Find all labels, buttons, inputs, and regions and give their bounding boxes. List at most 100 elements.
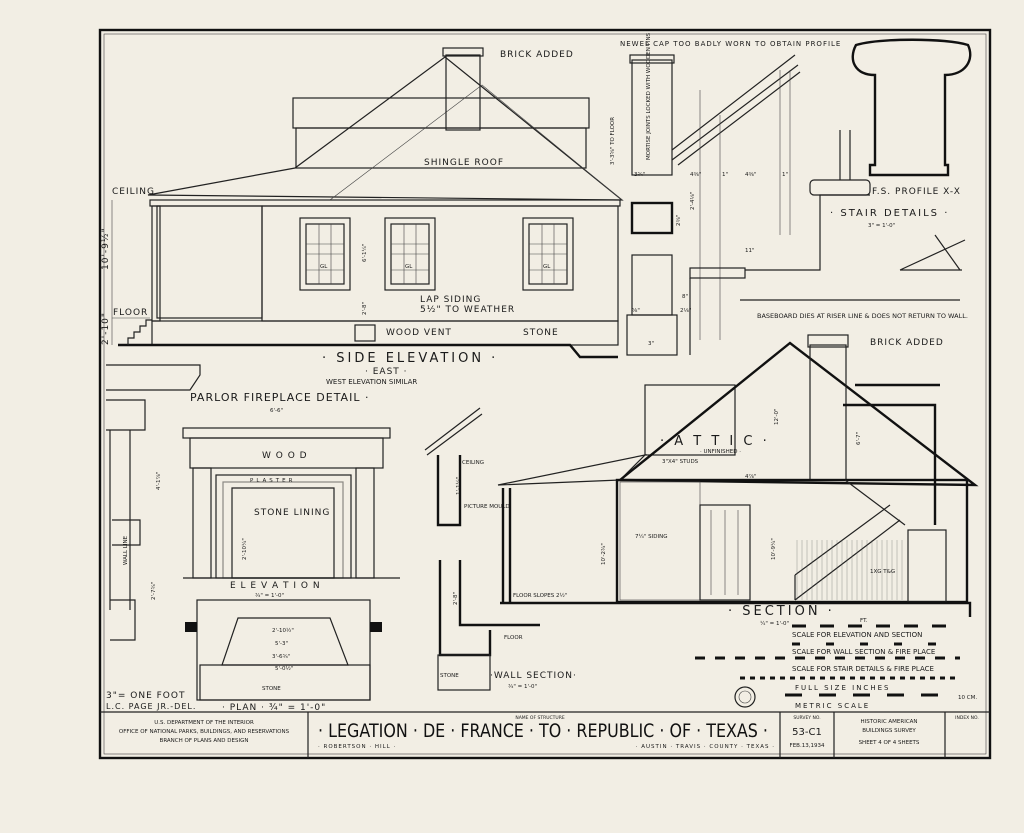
ceiling-label: CEILING bbox=[462, 460, 484, 466]
dim-label: 2'-8" bbox=[362, 302, 368, 315]
dim-label: 10'-9¼" bbox=[771, 538, 777, 560]
dim-label: 5'-0½" bbox=[275, 665, 293, 672]
structure-name: · LEGATION · DE · FRANCE · TO · REPUBLIC… bbox=[318, 720, 768, 742]
wall-section-title: ·WALL SECTION· bbox=[490, 671, 577, 681]
location-right: · AUSTIN · TRAVIS · COUNTY · TEXAS · bbox=[636, 744, 775, 750]
dim-label: 1" bbox=[722, 172, 728, 178]
scale-label: SCALE FOR WALL SECTION & FIRE PLACE bbox=[792, 648, 935, 656]
brick-added-label: BRICK ADDED bbox=[500, 50, 574, 60]
dim-label: 11" bbox=[745, 248, 755, 254]
dim-label: 3" bbox=[648, 341, 654, 347]
fireplace-title: PARLOR FIREPLACE DETAIL · bbox=[190, 391, 369, 404]
plaster-label: PLASTER bbox=[250, 478, 295, 484]
stone-label: STONE bbox=[523, 328, 559, 338]
dim-label: 2'-7¾" bbox=[151, 582, 157, 600]
floor-label: FLOOR bbox=[504, 635, 523, 641]
graphic-scales: FT. SCALE FOR ELEVATION AND SECTION SCAL… bbox=[695, 618, 977, 710]
section-title: · SECTION · bbox=[728, 604, 835, 619]
scale-note: 3"= ONE FOOT bbox=[106, 691, 185, 701]
dim-floor-label: 3'-3⅝" TO FLOOR bbox=[610, 117, 616, 165]
agency-line: BRANCH OF PLANS AND DESIGN bbox=[160, 738, 249, 744]
baseboard-note: BASEBOARD DIES AT RISER LINE & DOES NOT … bbox=[757, 312, 968, 320]
glass-label: GL bbox=[405, 264, 413, 270]
studs-label: 3"X4" STUDS bbox=[662, 459, 699, 465]
profile-label: F.S. PROFILE X-X bbox=[872, 187, 961, 197]
title-block: U.S. DEPARTMENT OF THE INTERIOR OFFICE O… bbox=[100, 711, 990, 758]
dim-label: 3¾" bbox=[634, 172, 645, 178]
dim-label: 8" bbox=[682, 294, 688, 300]
sheet-inner-border bbox=[103, 33, 987, 755]
window bbox=[522, 217, 574, 291]
ceiling-label: CEILING bbox=[112, 187, 155, 197]
side-elevation-note: WEST ELEVATION SIMILAR bbox=[326, 378, 417, 386]
dim-label: 2⅜" bbox=[676, 215, 682, 226]
floor-label: FLOOR bbox=[113, 308, 148, 318]
elevation-label: E L E V A T I O N bbox=[230, 581, 321, 591]
dim-label: 2⅛" bbox=[680, 308, 691, 314]
parlor-fireplace-detail: PARLOR FIREPLACE DETAIL · 6'-6" W O O D … bbox=[106, 364, 400, 713]
picture-mould-label: PICTURE MOULD bbox=[464, 504, 510, 510]
side-elevation-title: · SIDE ELEVATION · bbox=[322, 351, 498, 366]
dim-label: 1" bbox=[782, 172, 788, 178]
glass-label: GL bbox=[320, 264, 328, 270]
agency-line: U.S. DEPARTMENT OF THE INTERIOR bbox=[154, 720, 254, 726]
scale-label: SCALE FOR ELEVATION AND SECTION bbox=[792, 631, 922, 639]
dim-label: 2'-10¼" bbox=[242, 538, 248, 560]
delineator-credit: L.C. PAGE JR.-DEL. bbox=[106, 702, 196, 711]
siding-label: 7¼" SIDING bbox=[635, 534, 667, 540]
survey-number: 53-C1 bbox=[792, 727, 822, 738]
wood-vent-label: WOOD VENT bbox=[386, 328, 452, 338]
dim-label: 10'-2¾" bbox=[601, 543, 607, 565]
dim-label: 5'-3" bbox=[275, 641, 288, 647]
habs-line: HISTORIC AMERICAN bbox=[860, 719, 917, 725]
dim-label: 4⅞" bbox=[745, 474, 756, 480]
survey-date: FEB.13,1934 bbox=[790, 743, 825, 749]
wall-section: CEILING PICTURE MOULD FLOOR STONE 1'-1¼"… bbox=[424, 407, 577, 691]
scale-label: SCALE FOR STAIR DETAILS & FIRE PLACE bbox=[792, 665, 934, 673]
survey-label: SURVEY NO. bbox=[793, 715, 820, 721]
dim-label: 2'-10½" bbox=[272, 627, 294, 634]
glass-label: GL bbox=[543, 264, 551, 270]
index-label: INDEX NO. bbox=[955, 715, 979, 721]
shingle-roof-label: SHINGLE ROOF bbox=[424, 158, 504, 168]
lap-siding-label: LAP SIDING bbox=[420, 295, 481, 305]
dim-label: 2'-10" bbox=[101, 312, 111, 345]
wood-label: W O O D bbox=[262, 451, 308, 461]
sheet-border bbox=[98, 28, 992, 760]
scale-ft-label: FT. bbox=[860, 618, 868, 624]
section: · A T T I C · · UNFINISHED · 3"X4" STUDS… bbox=[497, 334, 979, 627]
sheet-number: SHEET 4 OF 4 SHEETS bbox=[859, 740, 920, 746]
tg-label: 1XG T&G bbox=[870, 569, 895, 575]
stone-label: STONE bbox=[440, 673, 459, 679]
dim-label: 12'-0" bbox=[774, 408, 780, 425]
dim-label: 6'-1¼" bbox=[362, 244, 368, 262]
dim-label: 10'-9½" bbox=[101, 227, 111, 270]
habs-line: BUILDINGS SURVEY bbox=[862, 728, 916, 734]
wall-line-label: WALL LINE bbox=[123, 535, 129, 565]
plan-label: · PLAN · ¾" = 1'-0" bbox=[222, 703, 326, 713]
stair-details: NEWEL CAP TOO BADLY WORN TO OBTAIN PROFI… bbox=[610, 32, 972, 356]
dim-label: 4⅜" bbox=[690, 172, 701, 178]
stone-label: STONE bbox=[262, 686, 281, 692]
newel-note: NEWEL CAP TOO BADLY WORN TO OBTAIN PROFI… bbox=[620, 40, 841, 48]
elevation-scale: ¾" = 1'-0" bbox=[255, 593, 284, 599]
unfinished-label: · UNFINISHED · bbox=[700, 449, 741, 455]
mortise-note: MORTISE JOINTS LOCKED WITH WOODEN PINS bbox=[646, 32, 652, 160]
scale-label: 10 CM. bbox=[958, 695, 977, 701]
stair-details-title: · STAIR DETAILS · bbox=[830, 208, 949, 219]
wall-section-scale: ¾" = 1'-0" bbox=[508, 684, 537, 690]
dim-label: 6'-7" bbox=[856, 432, 862, 445]
side-elevation: CEILING FLOOR 10'-9½" 2'-10" BRICK ADDED… bbox=[101, 47, 624, 386]
floor-slopes-label: FLOOR SLOPES 2½" bbox=[513, 592, 567, 599]
agency-line: OFFICE OF NATIONAL PARKS, BUILDINGS, AND… bbox=[119, 729, 290, 735]
attic-label: · A T T I C · bbox=[660, 434, 770, 449]
dim-label: 3'-6¾" bbox=[272, 654, 290, 660]
stone-lining-label: STONE LINING bbox=[254, 508, 330, 518]
scale-label: FULL SIZE INCHES bbox=[795, 684, 890, 692]
dim-label: 4⅜" bbox=[745, 172, 756, 178]
scale-label: METRIC SCALE bbox=[795, 702, 870, 710]
section-scale: ¼" = 1'-0" bbox=[760, 621, 789, 627]
brick-added-label: BRICK ADDED bbox=[870, 338, 944, 348]
dim-label: 4'-1⅞" bbox=[156, 472, 162, 490]
